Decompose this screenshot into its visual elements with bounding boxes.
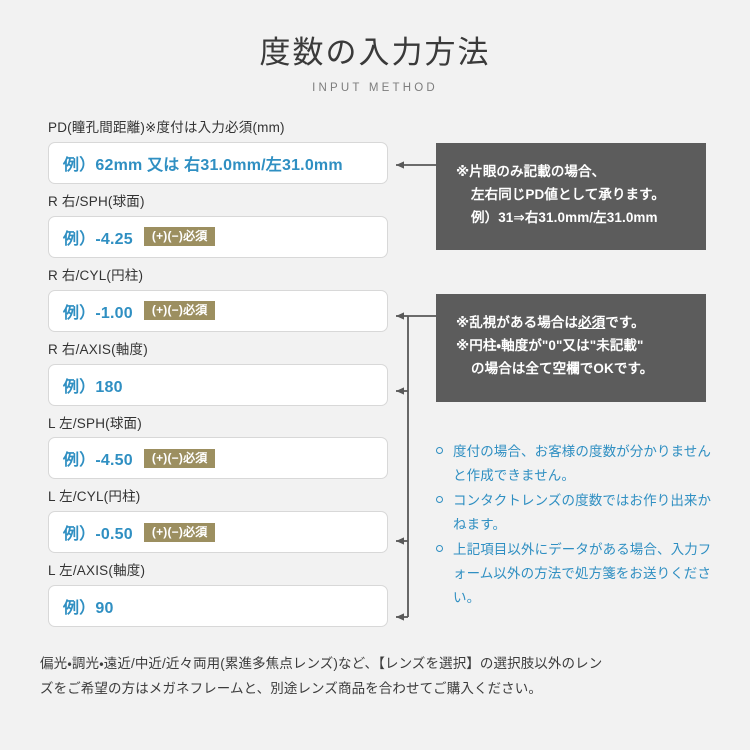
required-badge-l-sph: (+)(−)必須 xyxy=(143,448,216,468)
field-group-r-cyl: R 右/CYL(円柱) 例）-1.00 (+)(−)必須 xyxy=(48,268,388,332)
footer-line-2: ズをご希望の方はメガネフレームと、別途レンズ商品を合わせてご購入ください。 xyxy=(40,680,542,696)
field-example-r-cyl: 例）-1.00 xyxy=(63,304,133,322)
list-item-label: 上記項目以外にデータがある場合、入力フォーム以外の方法で処方箋をお送りください。 xyxy=(453,542,712,606)
field-group-r-sph: R 右/SPH(球面) 例）-4.25 (+)(−)必須 xyxy=(48,194,388,258)
circle-bullet-icon xyxy=(436,496,443,504)
field-label-l-cyl: L 左/CYL(円柱) xyxy=(48,489,141,505)
input-r-cyl[interactable]: 例）-1.00 (+)(−)必須 xyxy=(48,289,388,332)
field-label-l-sph: L 左/SPH(球面) xyxy=(48,415,142,431)
list-item: コンタクトレンズの度数ではお作り出来かねます。 xyxy=(436,489,721,537)
page-subtitle: INPUT METHOD xyxy=(312,81,438,94)
field-example-l-cyl: 例）-0.50 xyxy=(63,526,133,544)
list-item: 上記項目以外にデータがある場合、入力フォーム以外の方法で処方箋をお送りください。 xyxy=(436,538,721,610)
input-l-cyl[interactable]: 例）-0.50 (+)(−)必須 xyxy=(48,511,388,554)
field-group-l-sph: L 左/SPH(球面) 例）-4.50 (+)(−)必須 xyxy=(48,416,388,480)
footer-note: 偏光・調光・遠近/中近/近々両用(累進多焦点レンズ)など、【レンズを選択】の選択… xyxy=(40,652,712,702)
list-item-label: 度付の場合、お客様の度数が分かりませんと作成できません。 xyxy=(453,444,711,484)
field-group-l-axis: L 左/AXIS(軸度) 例）90 xyxy=(48,563,388,628)
input-r-sph[interactable]: 例）-4.25 (+)(−)必須 xyxy=(48,215,388,258)
circle-bullet-icon xyxy=(436,447,443,454)
note-cyl-line-3: の場合は全て空欄でOKです。 xyxy=(471,361,654,377)
required-badge-r-cyl: (+)(−)必須 xyxy=(143,301,216,321)
page-header: 度数の入力方法 INPUT METHOD xyxy=(0,34,750,94)
input-pd[interactable]: 例）62mm 又は 右31.0mm/左31.0mm xyxy=(48,141,388,184)
field-group-r-axis: R 右/AXIS(軸度) 例）180 xyxy=(48,342,388,406)
field-group-l-cyl: L 左/CYL(円柱) 例）-0.50 (+)(−)必須 xyxy=(48,489,388,554)
input-r-axis[interactable]: 例）180 xyxy=(48,363,388,406)
field-example-r-axis: 例）180 xyxy=(63,378,123,396)
field-label-r-cyl: R 右/CYL(円柱) xyxy=(48,267,144,283)
field-example-r-sph: 例）-4.25 xyxy=(63,230,133,248)
field-example-pd: 例）62mm 又は 右31.0mm/左31.0mm xyxy=(63,156,343,174)
note-box-pd: ※片眼のみ記載の場合、 左右同じPD値として承ります。 例）31⇒右31.0mm… xyxy=(436,143,706,250)
prescription-form: PD(瞳孔間距離)※度付は入力必須(mm) 例）62mm 又は 右31.0mm/… xyxy=(48,120,388,637)
field-label-r-axis: R 右/AXIS(軸度) xyxy=(48,341,148,357)
field-label-pd: PD(瞳孔間距離)※度付は入力必須(mm) xyxy=(48,120,285,135)
input-l-axis[interactable]: 例）90 xyxy=(48,585,388,628)
note-cyl-line-2: ※円柱・軸度が"0"又は"未記載" xyxy=(456,338,644,354)
field-label-r-sph: R 右/SPH(球面) xyxy=(48,193,145,209)
page-title: 度数の入力方法 xyxy=(259,35,491,70)
note-box-cyl: ※乱視がある場合は必須です。 ※円柱・軸度が"0"又は"未記載" の場合は全て空… xyxy=(436,294,706,402)
notice-bullet-list: 度付の場合、お客様の度数が分かりませんと作成できません。 コンタクトレンズの度数… xyxy=(436,440,721,611)
field-group-pd: PD(瞳孔間距離)※度付は入力必須(mm) 例）62mm 又は 右31.0mm/… xyxy=(48,120,388,184)
field-label-l-axis: L 左/AXIS(軸度) xyxy=(48,563,146,579)
list-item-label: コンタクトレンズの度数ではお作り出来かねます。 xyxy=(453,493,712,533)
list-item: 度付の場合、お客様の度数が分かりませんと作成できません。 xyxy=(436,440,721,488)
required-badge-l-cyl: (+)(−)必須 xyxy=(143,522,216,542)
note-pd-line-2: 左右同じPD値として承ります。 xyxy=(471,187,665,203)
required-badge-r-sph: (+)(−)必須 xyxy=(143,227,216,247)
note-cyl-line-1-text: ※乱視がある場合は必須です。 xyxy=(456,315,645,330)
note-cyl-line-1: ※乱視がある場合は必須です。 xyxy=(456,311,688,334)
connector-trunk xyxy=(407,315,436,617)
field-example-l-axis: 例）90 xyxy=(63,600,114,618)
note-pd-line-1: ※片眼のみ記載の場合、 xyxy=(456,164,606,179)
field-example-l-sph: 例）-4.50 xyxy=(63,452,133,470)
circle-bullet-icon xyxy=(436,545,443,553)
footer-line-1: 偏光・調光・遠近/中近/近々両用(累進多焦点レンズ)など、【レンズを選択】の選択… xyxy=(40,656,603,671)
note-pd-line-3: 例）31⇒右31.0mm/左31.0mm xyxy=(471,210,658,226)
input-l-sph[interactable]: 例）-4.50 (+)(−)必須 xyxy=(48,437,388,480)
